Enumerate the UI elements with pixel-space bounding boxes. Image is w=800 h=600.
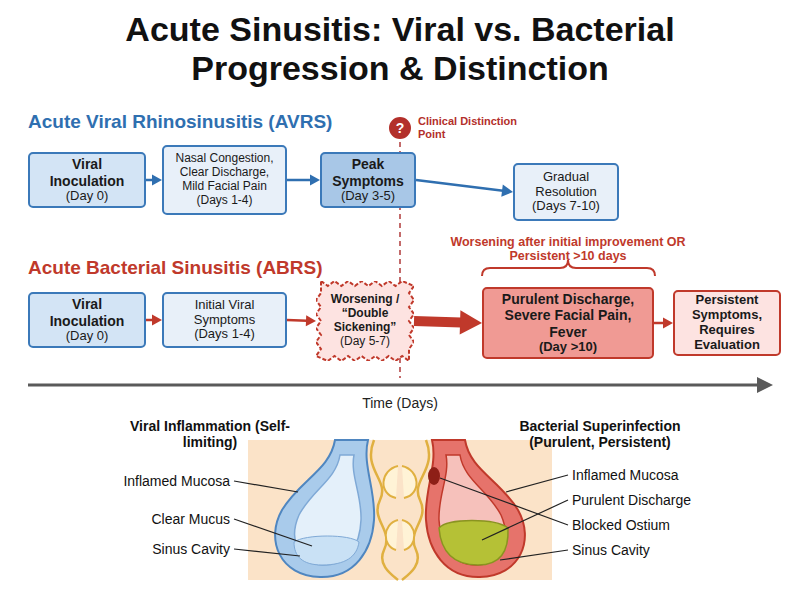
burst-shape — [316, 281, 414, 361]
arrowhead — [501, 185, 513, 197]
nasal-wall — [402, 440, 429, 580]
nasal-wall — [371, 440, 398, 580]
box-heading: Gradual Resolution — [520, 170, 612, 200]
box-detail: (Day 0) — [66, 329, 109, 344]
arrowhead — [152, 175, 162, 186]
leader-line — [234, 481, 298, 492]
turbinate — [383, 466, 398, 498]
connector-line — [416, 180, 503, 191]
part-label: Sinus Cavity — [572, 542, 762, 558]
connector-arrow — [146, 315, 162, 326]
leader-line — [440, 478, 568, 525]
part-label: Inflamed Mucosa — [572, 467, 762, 483]
connector-line — [287, 319, 307, 322]
leader-lines — [234, 475, 568, 560]
inflamed-mucosa — [275, 440, 374, 577]
stage-box: Gradual Resolution(Days 7-10) — [513, 163, 619, 221]
box-detail: (Days 1-4) — [196, 194, 252, 208]
warning-burst: Worsening / “Double Sickening”(Day 5-7) — [316, 281, 414, 361]
leader-line — [506, 475, 568, 492]
part-label: Blocked Ostium — [572, 517, 762, 533]
part-label: Sinus Cavity — [80, 541, 230, 557]
connector-line — [146, 319, 153, 322]
viral-sinus-drawing — [275, 440, 398, 580]
connector-line — [287, 179, 311, 182]
stage-box: Persistent Symptoms, Requires Evaluation — [673, 290, 781, 356]
bracket-note: Worsening after initial improvement OR P… — [436, 235, 700, 264]
clear-mucus — [294, 536, 359, 565]
box-detail: (Day 3-5) — [341, 189, 395, 204]
diagram-title: Acute Sinusitis: Viral vs. Bacterial Pro… — [90, 10, 710, 88]
box-heading: Purulent Discharge, Severe Facial Pain, … — [488, 291, 648, 339]
box-heading: Initial Viral Symptoms — [168, 298, 281, 328]
arrowhead — [460, 310, 482, 334]
arrowhead — [152, 315, 162, 326]
box-detail: (Days 1-4) — [194, 327, 255, 342]
box-heading: ? — [396, 120, 405, 136]
part-label: Clear Mucus — [80, 511, 230, 527]
connector-arrow — [287, 175, 320, 186]
arrowhead — [306, 315, 316, 326]
leader-line — [500, 550, 568, 560]
box-detail: (Day 0) — [66, 189, 109, 204]
connector-arrow — [287, 315, 316, 326]
panel-heading: Viral Inflammation (Self-limiting) — [125, 418, 295, 450]
stage-box: Nasal Congestion, Clear Discharge, Mild … — [162, 145, 287, 215]
question-marker: ?Clinical Distinction Point — [389, 117, 411, 139]
section-heading: Acute Bacterial Sinusitis (ABRS) — [28, 257, 408, 279]
connector-arrow — [416, 180, 513, 197]
purulent-discharge — [439, 521, 508, 566]
time-axis — [28, 384, 760, 387]
box-heading: Viral Inoculation — [44, 156, 130, 188]
connector-line — [146, 179, 153, 182]
box-heading: Persistent Symptoms, Requires Evaluation — [679, 293, 775, 353]
connector-line — [414, 321, 461, 322]
axis-arrowhead — [757, 377, 773, 393]
stage-box: Peak Symptoms(Day 3-5) — [320, 152, 416, 208]
box-detail: Clinical Distinction Point — [418, 115, 530, 140]
part-label: Inflamed Mucosa — [80, 473, 230, 489]
arrowhead — [310, 175, 320, 186]
connector-arrow — [414, 310, 482, 334]
stage-box: Viral Inoculation(Day 0) — [28, 292, 146, 348]
connector-arrow — [654, 318, 673, 329]
stage-box: Purulent Discharge, Severe Facial Pain, … — [482, 287, 654, 359]
arrowhead — [663, 318, 673, 329]
box-heading: Worsening / “Double Sickening” — [328, 293, 402, 334]
axis-label: Time (Days) — [300, 395, 500, 411]
box-heading: Viral Inoculation — [44, 296, 130, 328]
stage-box: Initial Viral Symptoms(Days 1-4) — [162, 292, 287, 348]
leader-line — [234, 549, 300, 556]
stage-box: Viral Inoculation(Day 0) — [28, 152, 146, 208]
connector-arrow — [146, 175, 162, 186]
turbinate — [402, 520, 414, 550]
part-label: Purulent Discharge — [572, 492, 762, 508]
leader-line — [234, 519, 312, 546]
blocked-ostium — [428, 467, 440, 485]
connector-line — [654, 322, 664, 325]
section-heading: Acute Viral Rhinosinusitis (AVRS) — [28, 111, 408, 133]
inflamed-mucosa — [426, 440, 525, 577]
sinus-cavity — [295, 455, 361, 565]
box-heading: Nasal Congestion, Clear Discharge, Mild … — [168, 152, 281, 193]
turbinate — [386, 520, 398, 550]
turbinate — [402, 466, 417, 498]
panel-heading: Bacterial Superinfection (Purulent, Pers… — [495, 418, 705, 450]
box-detail: (Day 5-7) — [340, 335, 390, 349]
box-detail: (Day >10) — [539, 340, 597, 355]
box-detail: (Days 7-10) — [532, 199, 600, 214]
box-heading: Peak Symptoms — [328, 156, 408, 188]
